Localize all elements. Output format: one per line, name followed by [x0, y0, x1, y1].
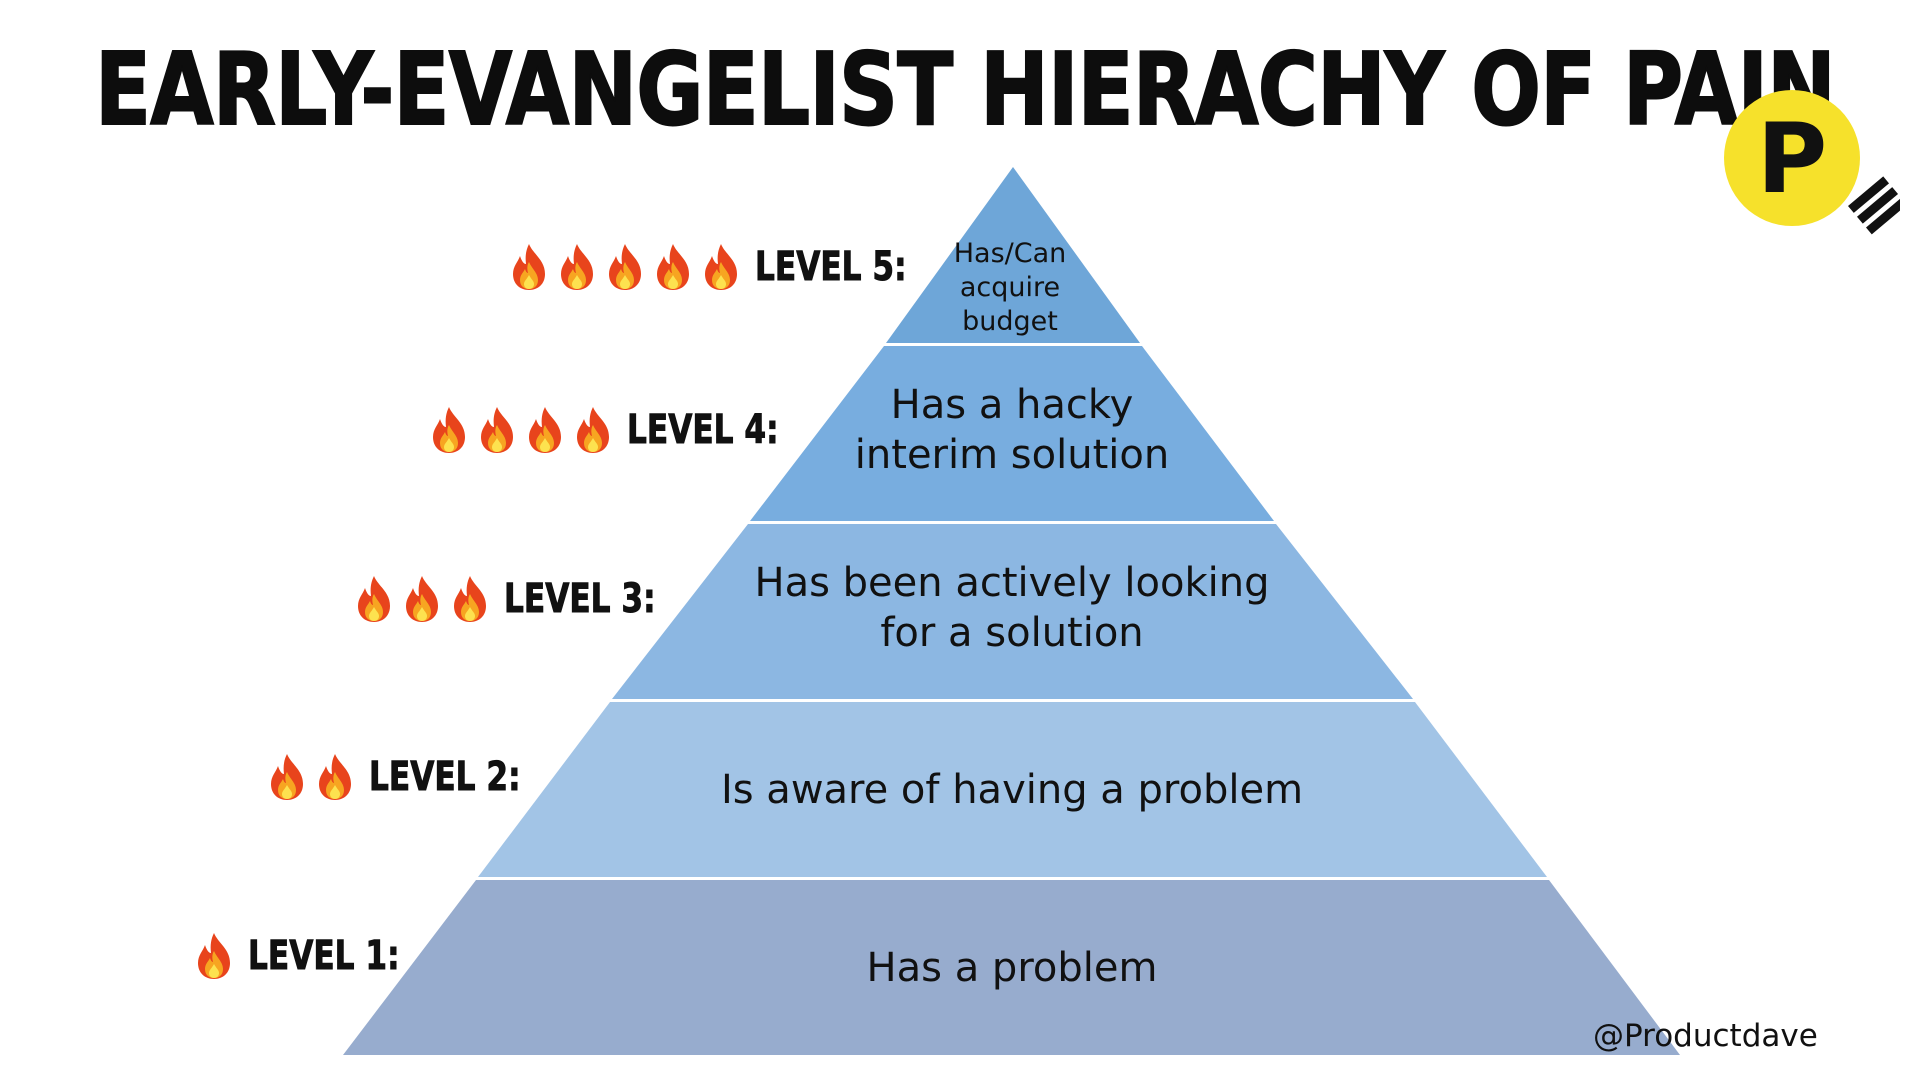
pyramid-tier-2: [478, 702, 1547, 877]
pyramid-tier-1: [343, 880, 1680, 1055]
level-5-flames: [507, 242, 747, 292]
flame-icon: [555, 242, 599, 292]
tier-1-text: Has a problem: [866, 945, 1158, 991]
level-2-row: LEVEL 2:: [265, 752, 563, 802]
level-2-flames: [265, 752, 361, 802]
level-1-row: LEVEL 1:: [192, 931, 442, 981]
logo-circle: [1724, 90, 1860, 226]
level-3-label: LEVEL 3:: [504, 576, 656, 623]
pyramid-tier-4: [750, 346, 1274, 521]
flame-icon: [571, 405, 615, 455]
flame-icon: [507, 242, 551, 292]
pyramid-tier-5: [886, 167, 1140, 343]
flame-icon: [523, 405, 567, 455]
flame-icon: [313, 752, 357, 802]
flame-icon: [448, 574, 492, 624]
flame-icon: [265, 752, 309, 802]
flame-icon: [603, 242, 647, 292]
productdave-logo: P: [1720, 88, 1908, 253]
flame-icon: [475, 405, 519, 455]
pyramid-tier-3: [612, 524, 1413, 699]
level-3-row: LEVEL 3:: [352, 574, 698, 624]
tier-3-text: Has been actively looking for a solution: [754, 560, 1270, 656]
level-5-row: LEVEL 5:: [507, 242, 949, 292]
level-4-row: LEVEL 4:: [427, 405, 821, 455]
level-1-label: LEVEL 1:: [248, 933, 400, 980]
level-4-flames: [427, 405, 619, 455]
flame-icon: [352, 574, 396, 624]
flame-icon: [699, 242, 743, 292]
flame-icon: [651, 242, 695, 292]
level-1-flames: [192, 931, 240, 981]
tier-4-text: Has a hacky interim solution: [854, 382, 1170, 478]
tier-5-text: Has/Can acquire budget: [953, 238, 1067, 337]
author-handle: @Productdave: [1593, 1018, 1818, 1054]
tier-2-text: Is aware of having a problem: [720, 767, 1304, 813]
level-4-label: LEVEL 4:: [627, 407, 779, 454]
page-title: EARLY-EVANGELIST HIERACHY OF PAIN: [94, 31, 1836, 148]
level-5-label: LEVEL 5:: [755, 244, 907, 291]
flame-icon: [400, 574, 444, 624]
flame-icon: [192, 931, 236, 981]
flame-icon: [427, 405, 471, 455]
logo-letter: P: [1757, 103, 1827, 215]
level-2-label: LEVEL 2:: [369, 754, 521, 801]
level-3-flames: [352, 574, 496, 624]
